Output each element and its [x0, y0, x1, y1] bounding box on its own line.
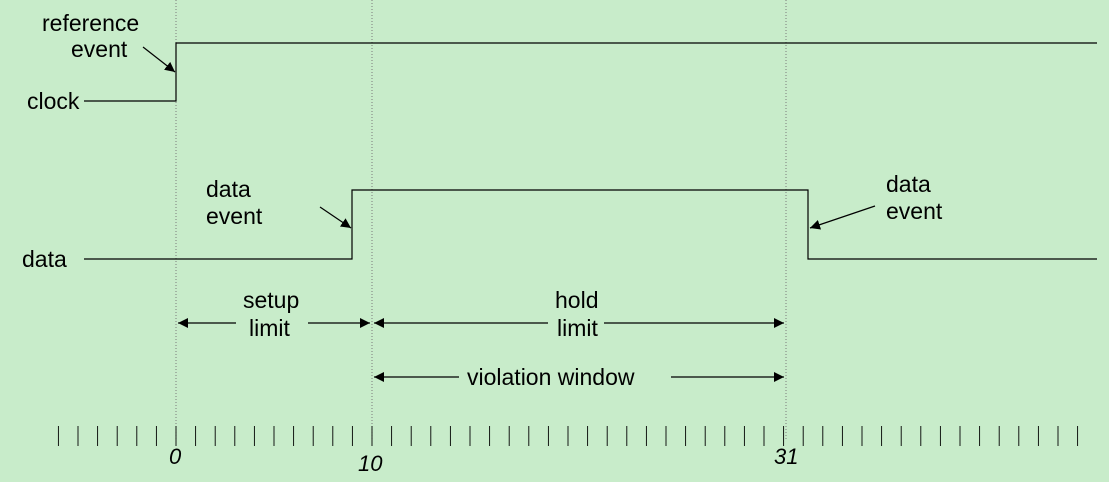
data-event-rise-line1: data [206, 176, 251, 202]
data-label: data [22, 246, 67, 272]
setup-limit-line1: setup [243, 287, 299, 313]
timeline-ticks [57, 426, 1079, 446]
violation-window-label: violation window [467, 364, 635, 390]
tick-label-31: 31 [774, 444, 798, 469]
data-event-rise-line2: event [206, 203, 263, 229]
reference-event-line2: event [71, 36, 128, 62]
tick-label-0: 0 [169, 444, 182, 469]
setup-limit-label: setup limit [243, 287, 306, 341]
reference-event-line1: reference [42, 10, 139, 36]
clock-waveform [84, 42, 1097, 102]
data-event-fall-label: data event [886, 171, 943, 224]
data-event-fall-arrow [809, 205, 876, 230]
reference-event-label: reference event [42, 10, 146, 62]
hold-limit-line1: hold [555, 287, 598, 313]
data-event-fall-line1: data [886, 171, 931, 197]
data-event-fall-line2: event [886, 198, 943, 224]
data-event-rise-arrow [319, 206, 352, 229]
hold-limit-line2: limit [557, 315, 598, 341]
clock-label: clock [27, 88, 80, 114]
hold-limit-label: hold limit [555, 287, 605, 341]
data-waveform [84, 189, 1097, 260]
tick-label-10: 10 [358, 451, 383, 476]
data-event-rise-label: data event [206, 176, 263, 229]
setup-limit-line2: limit [249, 315, 290, 341]
reference-event-arrow [142, 46, 176, 73]
